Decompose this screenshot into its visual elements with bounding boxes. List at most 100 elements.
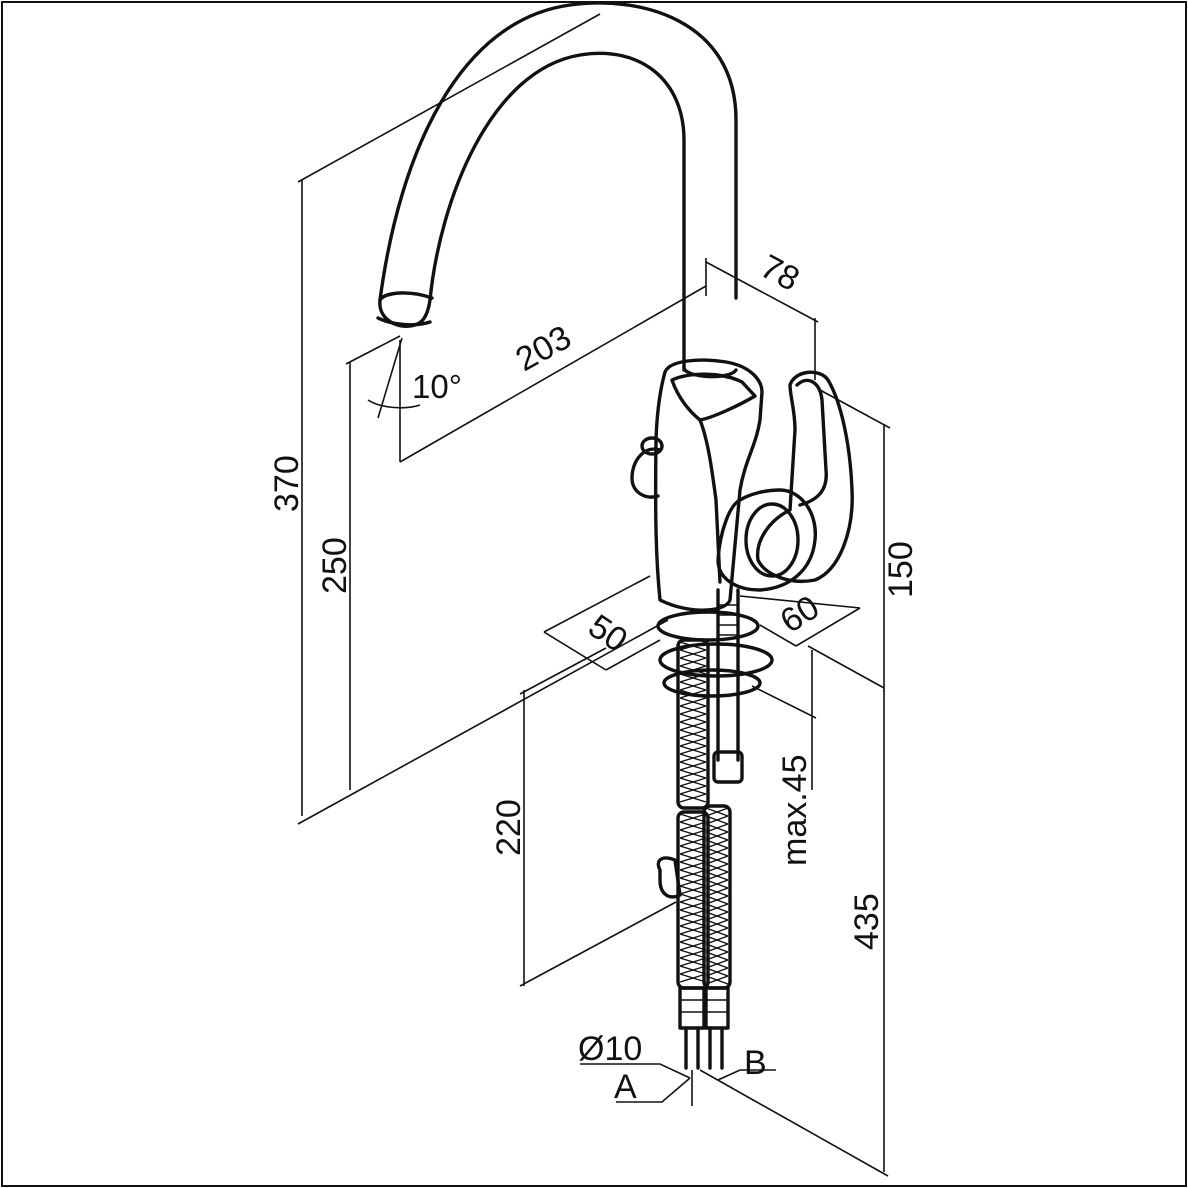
braid-strand (679, 885, 707, 895)
braid-strand (705, 847, 729, 857)
dim-base-outline (543, 575, 861, 671)
spout-tip (376, 291, 434, 327)
connection-a-label: A (614, 1068, 637, 1106)
braid-strand (679, 673, 707, 683)
braid-strand (705, 871, 729, 881)
braid-strand (705, 831, 729, 841)
hose-b-tail (708, 1026, 724, 1070)
braid-strand (679, 681, 707, 691)
braid-strand (679, 657, 707, 667)
braid-strand (679, 713, 707, 723)
braid-strand (679, 813, 707, 823)
dim-a-leader (616, 1077, 691, 1103)
braid-strand (679, 877, 707, 887)
braid-strand (679, 769, 707, 779)
braid-strand (705, 895, 729, 905)
dim-250-label: 250 (316, 537, 354, 594)
faucet-outline (376, 1, 854, 1070)
lever-handle-inner (795, 378, 828, 507)
braid-strand (679, 649, 707, 659)
dim-220-ext-bottom (519, 901, 677, 987)
braid-strand (679, 705, 707, 715)
braid-strand (705, 855, 729, 865)
braid-strand (679, 837, 707, 847)
braid-strand (679, 853, 707, 863)
braid-strand (705, 879, 729, 889)
braid-strand (679, 845, 707, 855)
base-washer (662, 668, 762, 698)
dim-203-label: 203 (509, 318, 577, 379)
braid-strand (705, 839, 729, 849)
braid-strand (679, 829, 707, 839)
dim-max45-ext (751, 685, 817, 719)
mounting-nut (712, 750, 744, 784)
braid-strand (679, 761, 707, 771)
dim-d10-leader (580, 1063, 691, 1079)
dim-435-ext-bottom (699, 1069, 889, 1177)
cartridge-cap (716, 488, 817, 592)
base-gasket-top (656, 610, 760, 642)
braid-strand (705, 935, 729, 945)
braid-strand (705, 807, 729, 817)
dim-b-leader (717, 1069, 776, 1081)
braid-strand (679, 729, 707, 739)
hose-a-tail (684, 1026, 700, 1070)
hose-a-fitting (678, 986, 706, 1030)
spout-collar (682, 366, 738, 379)
dim-370-ext-top (297, 13, 601, 183)
braid-strand (679, 909, 707, 919)
braid-strand (679, 793, 707, 803)
braid-strand (705, 815, 729, 825)
dimension-lines (297, 13, 891, 1177)
braid-strand (705, 903, 729, 913)
mixer-body (653, 358, 764, 612)
dim-203-line (399, 285, 707, 463)
hose-a-body (676, 638, 710, 810)
side-valve-cap (640, 436, 664, 456)
dim-435-label: 435 (848, 893, 886, 950)
braid-strand (705, 823, 729, 833)
braid-strand (679, 869, 707, 879)
braid-strand (679, 785, 707, 795)
dim-10deg-arc (367, 399, 421, 409)
braid-strand (679, 821, 707, 831)
braid-strand (679, 949, 707, 959)
dim-78-line (705, 261, 819, 323)
dim-d10-label: Ø10 (578, 1030, 642, 1068)
braid-strand (705, 887, 729, 897)
braid-strand (705, 975, 729, 985)
dim-10deg-ray (377, 337, 403, 419)
braid-strand (679, 941, 707, 951)
dim-10deg-label: 10° (412, 368, 462, 405)
braid-strand (679, 925, 707, 935)
dim-max45-ext2 (807, 645, 885, 689)
mixer-body-front-edge (698, 418, 722, 584)
braid-strand (705, 863, 729, 873)
braid-strand (679, 737, 707, 747)
base-gasket-mid (658, 642, 774, 678)
dim-150-ext-top (819, 389, 891, 429)
braid-strand (679, 965, 707, 975)
braid-strand (705, 943, 729, 953)
braid-strand (705, 911, 729, 921)
spout-outer-curve (378, 1, 738, 372)
braid-strand (679, 861, 707, 871)
cartridge-cap-face (744, 502, 800, 578)
braid-strand (679, 665, 707, 675)
braid-strand (705, 959, 729, 969)
braid-strand (679, 933, 707, 943)
hose-clip (656, 856, 682, 899)
dim-370-ext-bottom (297, 619, 669, 825)
dimension-labels: 370 250 203 78 10° 150 50 60 220 max.45 … (268, 248, 920, 1106)
hose-braid-pattern (679, 641, 729, 985)
mixer-body-top-facet (670, 372, 757, 422)
hose-b-fitting (704, 986, 730, 1030)
connection-b-label: B (744, 1044, 767, 1082)
braid-strand (679, 957, 707, 967)
dim-50-label: 50 (582, 607, 635, 660)
dim-370-label: 370 (268, 455, 306, 512)
dim-250-ext-top (345, 335, 401, 365)
braid-strand (705, 951, 729, 961)
